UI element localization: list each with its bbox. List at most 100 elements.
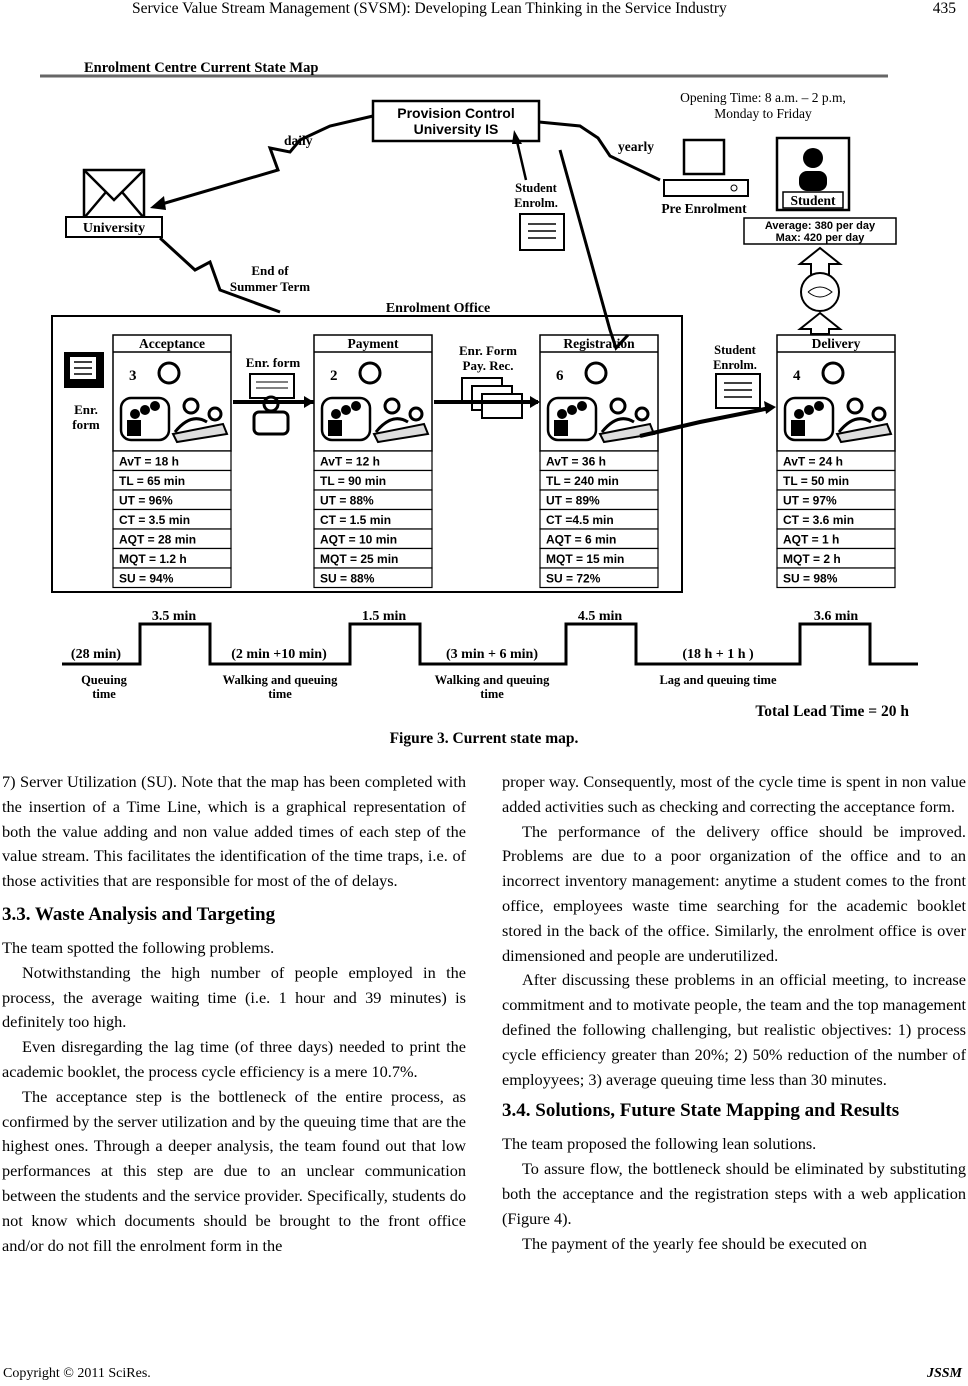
right-p4: The team proposed the following lean sol… [502, 1134, 817, 1154]
metric-row [112, 567, 232, 589]
metric-value: AQT = 6 min [546, 533, 616, 547]
handshake-icon [800, 272, 840, 312]
wait-time: (3 min + 6 min) [446, 647, 538, 662]
metric-value: UT = 96% [119, 494, 173, 508]
wait-label: Queuing [81, 673, 128, 687]
page-header: Service Value Stream Management (SVSM): … [0, 0, 968, 22]
university-label: University [83, 221, 145, 236]
worker-icon [846, 397, 864, 415]
metric-value: AQT = 10 min [320, 533, 397, 547]
worker-icon [383, 397, 401, 415]
section-3-3-heading: 3.3. Waste Analysis and Targeting [2, 903, 276, 925]
metric-value: SU = 94% [119, 572, 174, 586]
left-column: 7) Server Utilization (SU). Note that th… [2, 770, 466, 1258]
enr-form-pay-1: Enr. Form [459, 343, 517, 358]
left-p3: Notwithstanding the high number of peopl… [2, 962, 466, 1032]
student-enrolm-mid-2: Enrolm. [713, 358, 757, 372]
timeline-line [62, 622, 918, 666]
university-box [65, 216, 163, 238]
wait-label: time [268, 687, 292, 701]
running-title: Service Value Stream Management (SVSM): … [132, 0, 727, 17]
computer-icon [682, 138, 726, 176]
metric-value: TL = 65 min [119, 474, 185, 488]
document-icon-mid [715, 373, 761, 409]
operator-count: 3 [129, 368, 137, 384]
total-lead-time: Total Lead Time = 20 h [755, 703, 909, 720]
provision-control-box [371, 99, 541, 143]
left-p4: Even disregarding the lag time (of three… [2, 1037, 466, 1081]
figure-caption: Figure 3. Current state map. [389, 730, 579, 747]
operator-icon [821, 361, 845, 385]
wait-label: Walking and queuing [435, 673, 550, 687]
worker-icon [182, 397, 200, 415]
opening-time-2: Monday to Friday [714, 106, 812, 121]
left-p2: The team spotted the following problems. [2, 937, 275, 957]
operator-count: 2 [330, 368, 338, 384]
metric-row [776, 567, 896, 589]
metric-value: UT = 88% [320, 494, 374, 508]
process-name: Payment [348, 336, 399, 351]
metric-value: AvT = 24 h [783, 455, 843, 469]
right-column: proper way. Consequently, most of the cy… [502, 770, 966, 1256]
operator-icon [584, 361, 608, 385]
opening-time-1: Opening Time: 8 a.m. – 2 p.m, [680, 90, 846, 105]
current-state-map-figure: Enrolment Centre Current State Map Provi… [40, 60, 918, 720]
left-p5: The acceptance step is the bottleneck of… [2, 1086, 466, 1255]
metric-value: AQT = 1 h [783, 533, 839, 547]
metric-value: AQT = 28 min [119, 533, 196, 547]
wait-label: Walking and queuing [223, 673, 338, 687]
right-p1: proper way. Consequently, most of the cy… [502, 772, 966, 816]
push-arrow-icon [252, 410, 290, 436]
process-name: Delivery [812, 336, 861, 351]
operator-count: 4 [793, 368, 801, 384]
metric-row [539, 567, 659, 589]
wait-label: time [92, 687, 116, 701]
metric-value: CT = 1.5 min [320, 513, 391, 527]
demand-average: Average: 380 per day [765, 220, 876, 232]
envelope-icon [82, 168, 146, 220]
wait-label: Lag and queuing time [659, 673, 776, 687]
student-enrolm-mid-1: Student [714, 343, 757, 357]
operator-icon [358, 361, 382, 385]
label-daily: daily [284, 133, 313, 148]
student-enrolm-top-1: Student [515, 181, 558, 195]
operator-count: 6 [556, 368, 564, 384]
section-3-4-heading: 3.4. Solutions, Future State Mapping and… [502, 1100, 900, 1122]
enr-form-1: Enr. [74, 402, 98, 417]
student-label: Student [790, 193, 836, 208]
metric-value: TL = 90 min [320, 474, 386, 488]
metric-value: AvT = 12 h [320, 455, 380, 469]
right-p5: To assure flow, the bottleneck should be… [502, 1159, 966, 1228]
metric-value: AvT = 36 h [546, 455, 606, 469]
person-icon [803, 148, 823, 168]
provision-line-2: University IS [414, 121, 499, 137]
metric-value: CT =4.5 min [546, 513, 614, 527]
metric-value: SU = 72% [546, 572, 601, 586]
metric-value: TL = 240 min [546, 474, 619, 488]
value-time: 1.5 min [362, 609, 407, 624]
metric-value: UT = 97% [783, 494, 837, 508]
metric-row [313, 567, 433, 589]
page-number: 435 [932, 0, 956, 17]
right-p2: The performance of the delivery office s… [502, 821, 966, 965]
metric-value: MQT = 1.2 h [119, 552, 187, 566]
enr-form-2: form [72, 417, 100, 432]
map-title: Enrolment Centre Current State Map [84, 60, 318, 76]
left-p1: 7) Server Utilization (SU). Note that th… [2, 772, 466, 891]
enr-form-pay-2: Pay. Rec. [463, 358, 514, 373]
metric-value: MQT = 2 h [783, 552, 841, 566]
metric-value: CT = 3.6 min [783, 513, 854, 527]
wait-time: (28 min) [71, 647, 122, 662]
process-name: Acceptance [139, 336, 205, 351]
metric-value: UT = 89% [546, 494, 600, 508]
right-p6: The payment of the yearly fee should be … [522, 1233, 867, 1253]
label-yearly: yearly [618, 139, 654, 154]
document-icon [519, 213, 565, 251]
wait-time: (2 min +10 min) [231, 647, 327, 662]
right-p3: After discussing these problems in an of… [502, 970, 966, 1089]
value-time: 4.5 min [578, 609, 623, 624]
